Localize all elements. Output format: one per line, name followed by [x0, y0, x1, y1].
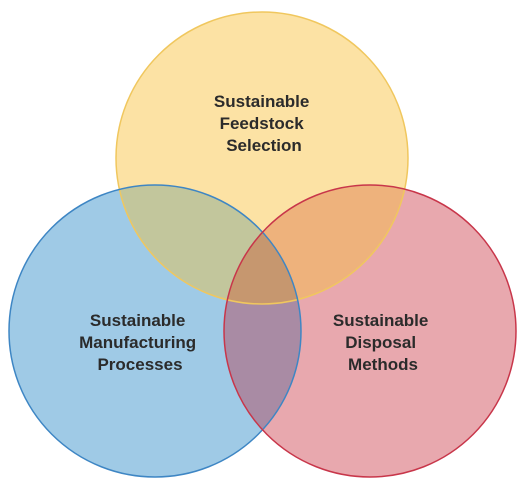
overlap-feedstock-disposal	[224, 185, 408, 304]
outline-feedstock	[115, 11, 409, 305]
label-manufacturing: Sustainable Manufacturing Processes	[79, 311, 201, 374]
overlap-feedstock-manufacturing	[116, 185, 301, 304]
label-feedstock: Sustainable Feedstock Selection	[214, 92, 314, 155]
label-feedstock-line-1: Sustainable	[214, 92, 309, 111]
outline-disposal	[223, 184, 517, 478]
label-feedstock-line-2: Feedstock	[220, 114, 305, 133]
label-manufacturing-line-1: Sustainable	[90, 311, 185, 330]
label-disposal-line-1: Sustainable	[333, 311, 428, 330]
label-disposal-line-3: Methods	[348, 355, 418, 374]
label-feedstock-line-3: Selection	[226, 136, 302, 155]
label-disposal-line-2: Disposal	[345, 333, 416, 352]
outline-manufacturing	[8, 184, 302, 478]
label-manufacturing-line-3: Processes	[97, 355, 182, 374]
label-manufacturing-line-2: Manufacturing	[79, 333, 196, 352]
label-disposal: Sustainable Disposal Methods	[333, 311, 433, 374]
